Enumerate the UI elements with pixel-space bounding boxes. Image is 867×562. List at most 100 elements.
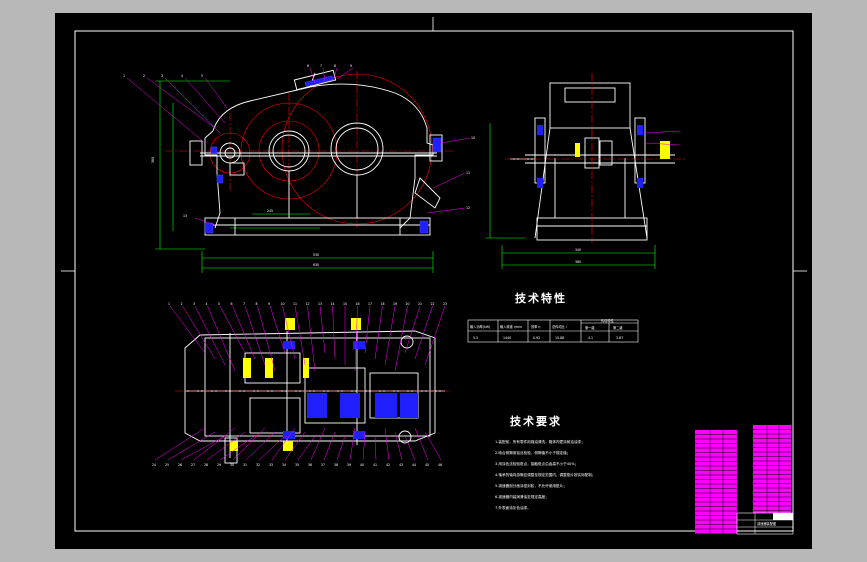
char-value-4: 4.1 xyxy=(588,336,593,340)
part-bubble: 35 xyxy=(295,463,299,467)
leader-line xyxy=(364,305,371,354)
part-bubble: 30 xyxy=(230,463,234,467)
part-bubble: 42 xyxy=(386,463,390,467)
leader-line xyxy=(271,427,296,461)
part-bubble: 34 xyxy=(282,463,286,467)
title-block-label: 减速器装配图 xyxy=(757,521,776,526)
requirement-2: 2.啮合侧隙用铅丝检验，侧隙值不小于规定值； xyxy=(495,450,570,455)
leader-line xyxy=(154,427,206,461)
char-value-5: 3.87 xyxy=(616,336,623,340)
leader-line xyxy=(182,305,216,360)
svg-text:9: 9 xyxy=(350,64,352,68)
leader-line xyxy=(244,305,266,366)
requirement-6: 6.减速器内装润滑油至规定高度； xyxy=(495,494,549,499)
leader-line xyxy=(258,435,286,461)
part-bubble: 32 xyxy=(256,463,260,467)
svg-text:3: 3 xyxy=(161,74,163,78)
leader-line xyxy=(384,427,390,461)
char-value-1: 1440 xyxy=(503,336,511,340)
requirement-5: 5.减速器剖分面涂密封胶，不允许使用垫片； xyxy=(495,483,567,488)
part-bubble: 15 xyxy=(343,302,347,306)
leader-line xyxy=(310,427,326,461)
technical-requirements: 技术要求 1.装配前，所有零件用煤油清洗，箱体内壁涂耐油油漆； 2.啮合侧隙用铅… xyxy=(495,414,595,510)
svg-text:6: 6 xyxy=(307,64,309,68)
assembly-drawing: 630 530 245 380 xyxy=(61,17,807,535)
svg-text:5: 5 xyxy=(201,74,203,78)
part-bubble: 21 xyxy=(418,302,422,306)
part-bubble: 26 xyxy=(178,463,182,467)
technical-characteristics: 技术特性 传动特性 输入功率(kW) 输入转速 r/min 效率 η 总传动比 … xyxy=(467,291,639,343)
leader-line xyxy=(336,435,346,461)
leader-line xyxy=(354,305,358,372)
outer-border xyxy=(74,30,794,532)
svg-text:1: 1 xyxy=(123,74,125,78)
char-header-3: 总传动比 i xyxy=(552,324,567,329)
part-bubble: 12 xyxy=(306,302,310,306)
characteristics-title: 技术特性 xyxy=(515,291,567,305)
part-bubble: 29 xyxy=(217,463,221,467)
leader-line xyxy=(206,431,246,461)
part-bubble: 33 xyxy=(269,463,273,467)
leader-line xyxy=(194,305,226,366)
char-group-header: 传动特性 xyxy=(601,318,615,323)
char-value-2: 0.92 xyxy=(533,336,540,340)
char-header-4: 第一级 xyxy=(585,325,595,330)
leader-line xyxy=(307,305,316,372)
leader-line xyxy=(167,431,216,461)
leader-line xyxy=(319,305,326,354)
part-bubble: 24 xyxy=(152,463,156,467)
leader-line xyxy=(349,427,356,461)
front-base-width-dim: 530 xyxy=(313,253,319,257)
part-bubble: 16 xyxy=(356,302,360,306)
svg-text:10: 10 xyxy=(471,136,475,140)
requirement-1: 1.装配前，所有零件用煤油清洗，箱体内壁涂耐油油漆； xyxy=(495,439,585,444)
char-header-1: 输入转速 r/min xyxy=(500,324,522,329)
part-bubble: 8 xyxy=(256,302,258,306)
char-header-2: 效率 η xyxy=(531,324,540,329)
part-bubble: 18 xyxy=(381,302,385,306)
side-overall-width-dim: 380 xyxy=(575,260,581,264)
leader-line xyxy=(394,431,403,461)
svg-text:12: 12 xyxy=(466,206,470,210)
svg-text:13: 13 xyxy=(183,214,187,218)
leader-line xyxy=(169,305,206,354)
requirement-3: 3.用涂色法检验斑点，接触斑点沿齿高不小于40%； xyxy=(495,461,578,466)
leader-line xyxy=(374,305,383,360)
leader-line xyxy=(404,435,416,461)
part-bubble: 44 xyxy=(412,463,416,467)
side-base-width-dim: 340 xyxy=(575,248,581,252)
char-value-3: 15.88 xyxy=(555,336,564,340)
leader-line xyxy=(323,431,336,461)
svg-text:4: 4 xyxy=(181,74,183,78)
leader-line xyxy=(193,427,236,461)
part-bubble: 1 xyxy=(168,302,170,306)
leader-line xyxy=(219,435,256,461)
cad-viewport[interactable]: 630 530 245 380 xyxy=(55,13,812,549)
parts-list xyxy=(695,425,791,534)
part-bubble: 41 xyxy=(373,463,377,467)
part-bubble: 9 xyxy=(268,302,270,306)
leader-line xyxy=(394,305,408,372)
leader-line xyxy=(282,305,296,360)
leader-line xyxy=(207,305,236,372)
char-header-5: 第二级 xyxy=(613,325,623,330)
part-bubble: 6 xyxy=(231,302,233,306)
part-bubble: 13 xyxy=(318,302,322,306)
leader-line xyxy=(232,427,266,461)
part-bubble: 40 xyxy=(360,463,364,467)
leader-line xyxy=(269,305,286,354)
leader-line xyxy=(297,435,316,461)
svg-text:8: 8 xyxy=(334,64,336,68)
leader-line xyxy=(294,305,306,366)
front-center-distance-dim: 245 xyxy=(267,209,273,213)
part-bubble: 38 xyxy=(334,463,338,467)
part-bubble: 36 xyxy=(308,463,312,467)
leader-line xyxy=(424,431,442,461)
part-bubble: 39 xyxy=(347,463,351,467)
part-bubble: 28 xyxy=(204,463,208,467)
char-value-0: 5.5 xyxy=(473,336,478,340)
part-bubble: 31 xyxy=(243,463,247,467)
requirement-4: 4.轴承的轴向游隙应调整至规定范围内，调整垫片按实际配制； xyxy=(495,472,595,477)
leader-line xyxy=(180,435,226,461)
leader-line xyxy=(362,431,366,461)
